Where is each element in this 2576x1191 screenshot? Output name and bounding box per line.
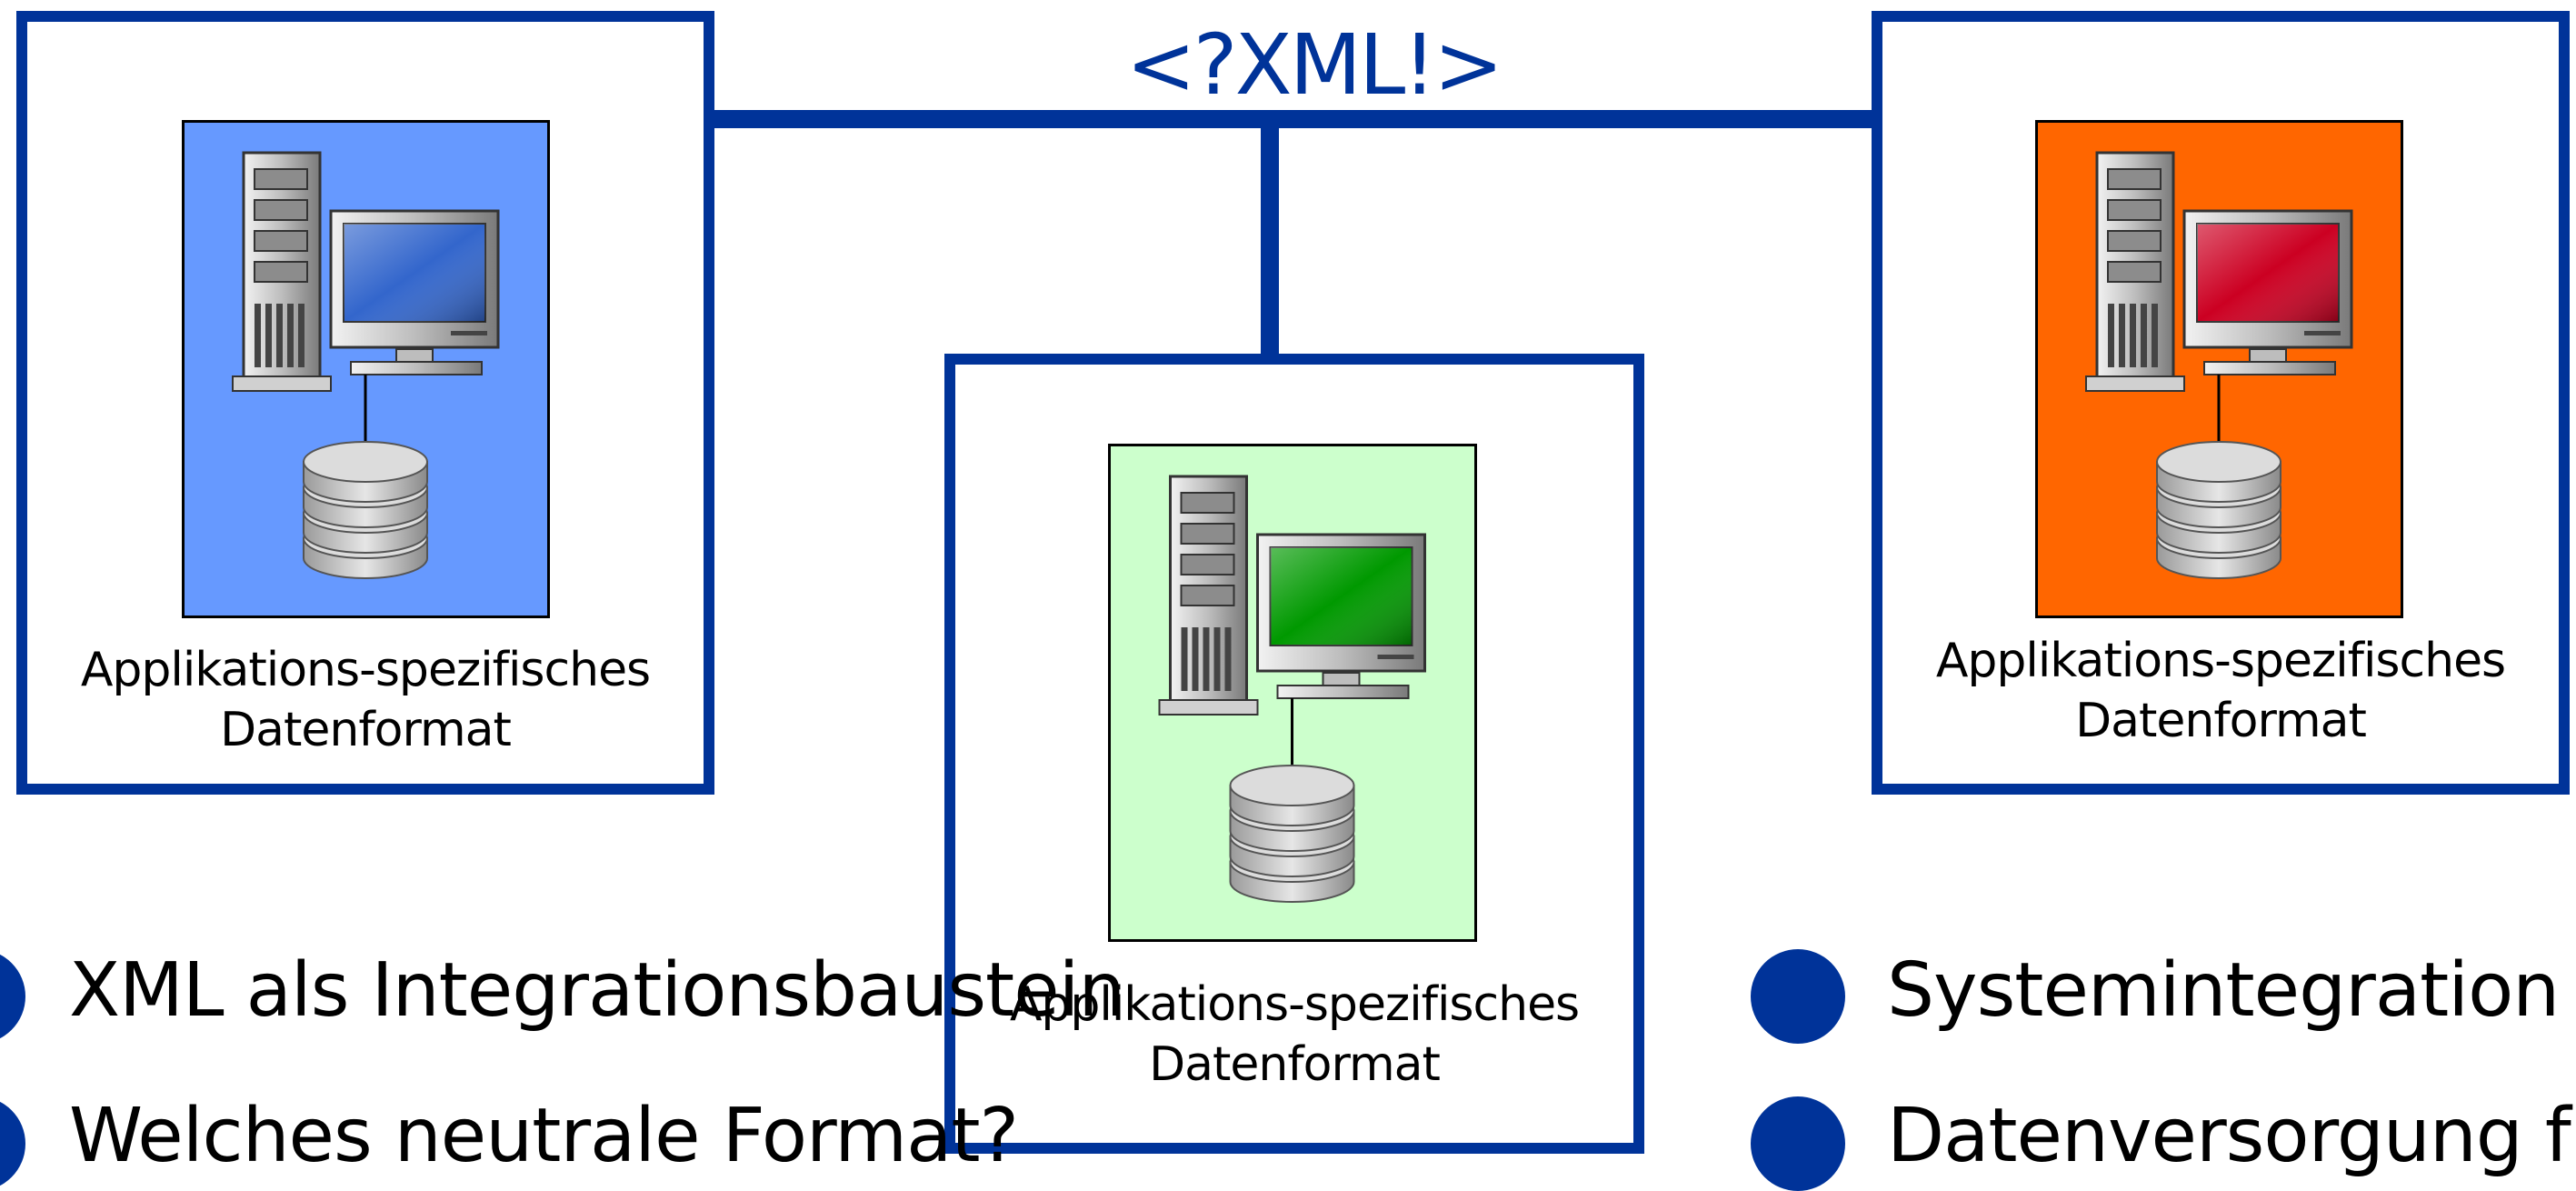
database-icon [1229, 765, 1355, 903]
xml-connector-bus [705, 110, 1882, 128]
caption-line-1: Applikations-spezifisches [80, 643, 651, 697]
xml-connector-drop-line [1261, 119, 1279, 365]
xml-connector-label: <?XML!> [1125, 16, 1504, 114]
caption-line-1: Applikations-spezifisches [1935, 634, 2506, 688]
server-tower-icon [1158, 475, 1259, 716]
caption-line-2: Datenformat [220, 703, 512, 757]
bullet-dot [1751, 1096, 1845, 1191]
bullet-system-integration: Systemintegration [1887, 947, 2560, 1034]
bullet-neutral-format: Welches neutrale Format? [69, 1093, 1019, 1179]
monitor-icon [329, 209, 500, 375]
application-caption-center: Applikations-spezifisches Datenformat [959, 975, 1630, 1095]
bullet-data-supply: Datenversorgung für [1887, 1093, 2576, 1179]
application-caption-left: Applikations-spezifisches Datenformat [31, 640, 700, 760]
monitor-icon [2182, 209, 2353, 375]
caption-line-2: Datenformat [2075, 694, 2367, 748]
workstation-illustration-right [2085, 151, 2353, 579]
bullet-xml-integration: XML als Integrationsbaustein [69, 947, 1125, 1034]
application-caption-right: Applikations-spezifisches Datenformat [1886, 631, 2555, 751]
bullet-dot [0, 949, 25, 1044]
bullet-dot [0, 1096, 25, 1191]
database-icon [303, 441, 428, 579]
monitor-icon [1256, 533, 1426, 699]
server-tower-icon [2085, 151, 2185, 392]
server-tower-icon [232, 151, 332, 392]
workstation-illustration-left [232, 151, 500, 579]
bullet-dot [1751, 949, 1845, 1044]
caption-line-1: Applikations-spezifisches [1009, 977, 1580, 1032]
database-icon [2156, 441, 2281, 579]
caption-line-2: Datenformat [1149, 1037, 1441, 1092]
workstation-illustration-center [1158, 475, 1426, 903]
